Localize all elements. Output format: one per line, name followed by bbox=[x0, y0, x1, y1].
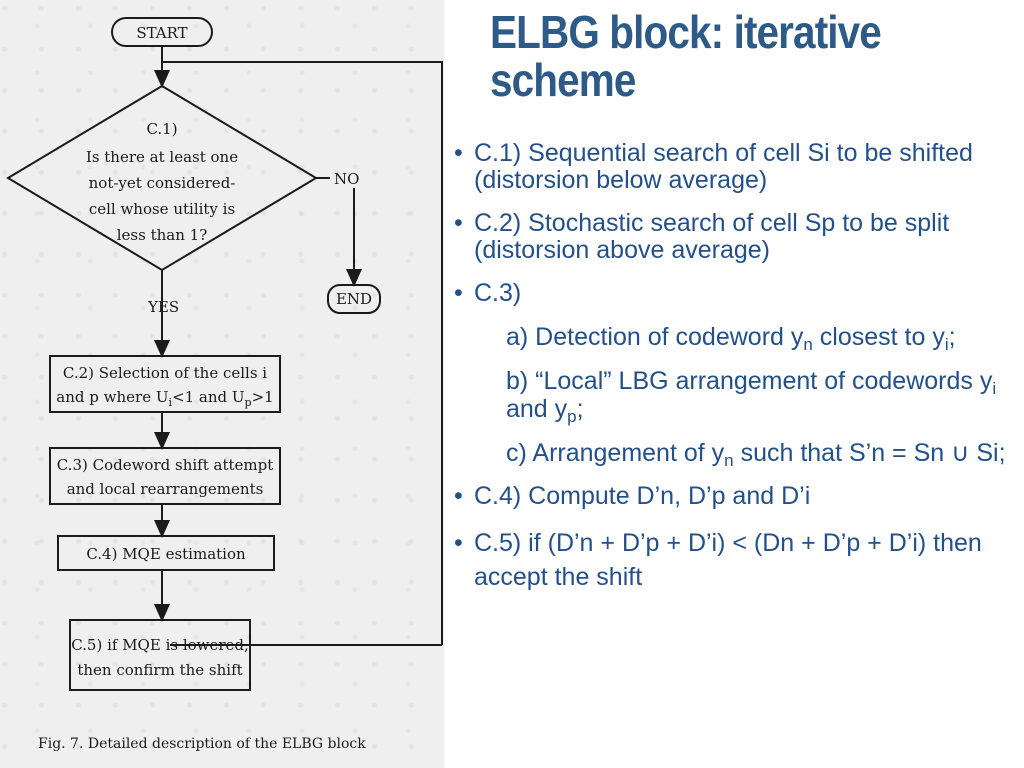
c3-line2: and local rearrangements bbox=[67, 480, 264, 498]
slide-title: ELBG block: iterative scheme bbox=[490, 8, 956, 104]
sub-item-b: b) “Local” LBG arrangement of codewords … bbox=[506, 367, 997, 426]
c5-line2: then confirm the shift bbox=[77, 661, 242, 679]
c1-line4: cell whose utility is bbox=[89, 200, 235, 218]
c5-process-box bbox=[69, 619, 251, 691]
bullet-c4: • C.4) Compute D’n, D’p and D’i bbox=[452, 483, 1012, 510]
loop-back-path bbox=[162, 61, 443, 645]
bullet-c1: • C.1) Sequential search of cell Si to b… bbox=[452, 140, 1012, 194]
bullet-c3-text: C.3) bbox=[474, 279, 522, 307]
bullet-c5: • C.5) if (D’n + D’p + D’i) < (Dn + D’p … bbox=[452, 526, 1012, 594]
sub-item-c: c) Arrangement of yn such that S’n = Sn … bbox=[506, 439, 1006, 470]
c4-process-box bbox=[57, 535, 275, 571]
c3-process-box bbox=[49, 447, 281, 505]
end-label: END bbox=[336, 290, 372, 308]
bullet-c4-text: C.4) Compute D’n, D’p and D’i bbox=[474, 482, 811, 510]
c5-line1: C.5) if MQE is lowered, bbox=[71, 636, 249, 654]
bullet-dot: • bbox=[454, 139, 463, 167]
bullet-dot: • bbox=[454, 482, 463, 510]
bullet-dot: • bbox=[454, 279, 463, 307]
start-label: START bbox=[136, 24, 187, 42]
c1-line2: Is there at least one bbox=[86, 148, 238, 166]
bullet-c5-text: C.5) if (D’n + D’p + D’i) < (Dn + D’p + … bbox=[474, 529, 982, 591]
c1-line3: not-yet considered- bbox=[89, 174, 236, 192]
c4-line1: C.4) MQE estimation bbox=[86, 545, 246, 563]
c2-line1: C.2) Selection of the cells i bbox=[63, 364, 267, 382]
no-label: NO bbox=[334, 170, 359, 188]
c2-line2: and p where Ui<1 and Up>1 bbox=[56, 388, 273, 409]
flowchart-figure: START C.1) Is there at least one not-yet… bbox=[0, 0, 444, 768]
yes-label: YES bbox=[147, 298, 179, 316]
c2-process-box bbox=[49, 355, 281, 413]
end-terminal bbox=[327, 284, 381, 314]
sub-item-a: a) Detection of codeword yn closest to y… bbox=[506, 323, 956, 354]
bullet-list: • C.1) Sequential search of cell Si to b… bbox=[452, 140, 1012, 610]
slide-title-line1: ELBG block: iterative bbox=[490, 6, 882, 58]
bullet-c2: • C.2) Stochastic search of cell Sp to b… bbox=[452, 210, 1012, 264]
bullet-c1-text: C.1) Sequential search of cell Si to be … bbox=[474, 139, 973, 194]
bullet-c2-text: C.2) Stochastic search of cell Sp to be … bbox=[474, 209, 950, 264]
bullet-c3: • C.3) bbox=[452, 280, 1012, 307]
slide-title-line2: scheme bbox=[490, 54, 636, 106]
c3-line1: C.3) Codeword shift attempt bbox=[57, 456, 274, 474]
bullet-dot: • bbox=[454, 529, 463, 557]
c1-line5: less than 1? bbox=[117, 226, 207, 244]
c1-line1: C.1) bbox=[146, 120, 177, 138]
flowchart-diagram: START C.1) Is there at least one not-yet… bbox=[6, 17, 443, 752]
bullet-dot: • bbox=[454, 209, 463, 237]
figure-caption: Fig. 7. Detailed description of the ELBG… bbox=[38, 736, 366, 752]
